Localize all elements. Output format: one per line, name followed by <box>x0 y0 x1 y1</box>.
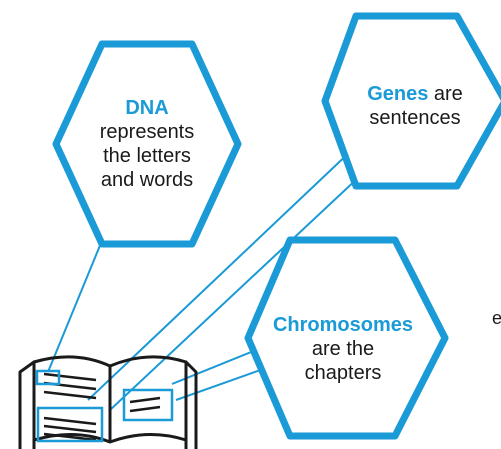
genes-label: Genes are sentences <box>350 82 480 130</box>
dna-keyword: DNA <box>125 97 169 119</box>
open-book-icon <box>18 355 198 449</box>
cropped-text-fragment: e <box>492 308 501 328</box>
dna-label: DNA represents the letters and words <box>82 96 212 192</box>
chromosomes-hexagon <box>244 236 449 440</box>
genes-text-line: sentences <box>369 107 461 129</box>
chromosomes-highlight-box <box>122 388 174 422</box>
genes-keyword: Genes <box>367 83 429 105</box>
chromosomes-keyword: Chromosomes <box>272 314 414 336</box>
chromosomes-label: Chromosomes are the chapters <box>268 313 418 385</box>
chromosomes-text-line: chapters <box>304 362 382 384</box>
dna-highlight-box <box>35 369 61 386</box>
genes-highlight-box <box>36 406 104 443</box>
dna-hexagon <box>52 40 242 248</box>
dna-text-line: and words <box>100 169 194 191</box>
genes-text-inline: are <box>428 83 463 105</box>
chromosomes-text-line: are the <box>311 338 375 360</box>
dna-text-line: represents <box>99 121 195 143</box>
dna-text-line: the letters <box>103 145 191 167</box>
connector-genes <box>109 161 376 411</box>
connector-dna <box>47 242 102 373</box>
genes-hexagon <box>321 12 501 190</box>
